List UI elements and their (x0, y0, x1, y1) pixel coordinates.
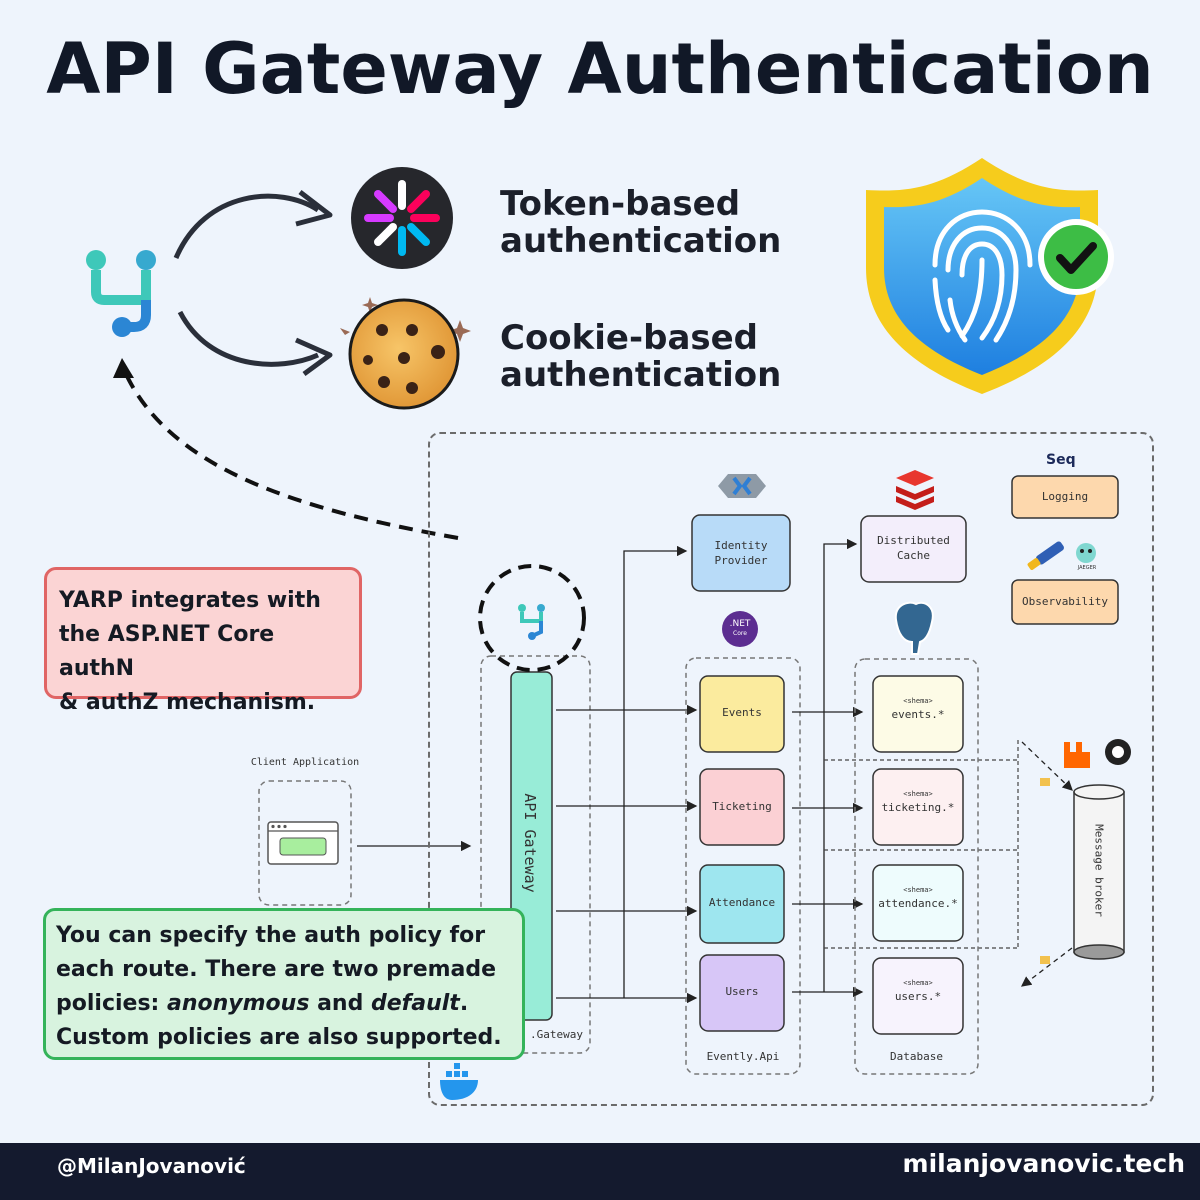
attendance-schema (872, 864, 964, 942)
users-schema-label: <shema>users.* (894, 979, 942, 1003)
policy-callout: You can specify the auth policy for each… (43, 908, 525, 1060)
ticketing-label: Ticketing (712, 800, 772, 813)
client-app-label: Client Application (250, 757, 360, 768)
jwt-icon (351, 167, 453, 269)
footer-bar (0, 1143, 1200, 1200)
yarp-highlight-circle (478, 564, 586, 672)
users-schema (872, 957, 964, 1035)
kafka-icon (1105, 739, 1131, 765)
anonymous-policy: anonymous (167, 991, 310, 1016)
events-label: Events (722, 706, 762, 719)
yarp-callout: YARP integrates with the ASP.NET Core au… (44, 567, 362, 715)
keycloak-icon (718, 474, 766, 498)
cookie-icon (340, 297, 471, 410)
attendance-label: Attendance (708, 896, 776, 909)
services-group (685, 657, 801, 1075)
events-schema (872, 675, 964, 753)
ticketing-schema-label: <shema>ticketing.* (881, 790, 955, 814)
gateway-group (480, 655, 591, 1054)
dotnet-icon (722, 611, 758, 647)
logging-box (1011, 475, 1119, 519)
distributed-cache-box (860, 515, 967, 583)
website-link[interactable]: milanjovanovic.tech (902, 1149, 1185, 1178)
events-service (699, 675, 785, 753)
author-handle: @MilanJovanović (57, 1154, 246, 1178)
cookie-auth-label: Cookie-based authentication (500, 318, 782, 395)
observability-label: Observability (1021, 595, 1109, 608)
envelope-icon (1040, 956, 1050, 964)
gateway-group-label: .Gateway (530, 1028, 583, 1041)
database-group (854, 658, 979, 1075)
envelope-icon (1040, 778, 1050, 786)
browser-window-icon (267, 821, 339, 865)
attendance-schema-label: <shema>attendance.* (878, 886, 958, 910)
default-policy: default (371, 991, 460, 1016)
users-service (699, 954, 785, 1032)
gateway-to-yarp-arrow (123, 371, 459, 540)
ticketing-service (699, 768, 785, 846)
message-broker-label: Message broker (1092, 824, 1106, 917)
token-arrow (173, 193, 320, 259)
ticketing-schema (872, 768, 964, 846)
jaeger-icon (1076, 543, 1096, 563)
events-schema-label: <shema>events.* (891, 697, 945, 721)
rabbitmq-icon (1064, 742, 1090, 768)
api-group-label: Evently.Api (706, 1050, 780, 1063)
token-auth-label: Token-based authentication (500, 184, 782, 261)
seq-label: Seq (1046, 452, 1076, 468)
users-label: Users (725, 985, 759, 998)
telescope-icon (1027, 541, 1064, 570)
cookie-arrow (177, 310, 320, 367)
api-gateway-label: API Gateway (521, 793, 539, 893)
jaeger-label: JAEGER (1077, 565, 1097, 571)
yarp-logo-icon (86, 250, 156, 337)
message-broker-cylinder (1073, 784, 1125, 960)
docker-icon (440, 1063, 478, 1100)
fingerprint-shield-icon (866, 158, 1114, 394)
yarp-small-icon (518, 604, 545, 640)
attendance-service (699, 864, 785, 944)
database-label: Database (890, 1050, 943, 1063)
redis-icon (896, 470, 934, 510)
logging-label: Logging (1041, 490, 1089, 503)
observability-box (1011, 579, 1119, 625)
page-title: API Gateway Authentication (46, 28, 1154, 110)
identity-provider-box (691, 514, 791, 592)
architecture-frame (428, 432, 1154, 1106)
postgres-icon (894, 601, 934, 655)
client-app-frame (258, 780, 352, 906)
